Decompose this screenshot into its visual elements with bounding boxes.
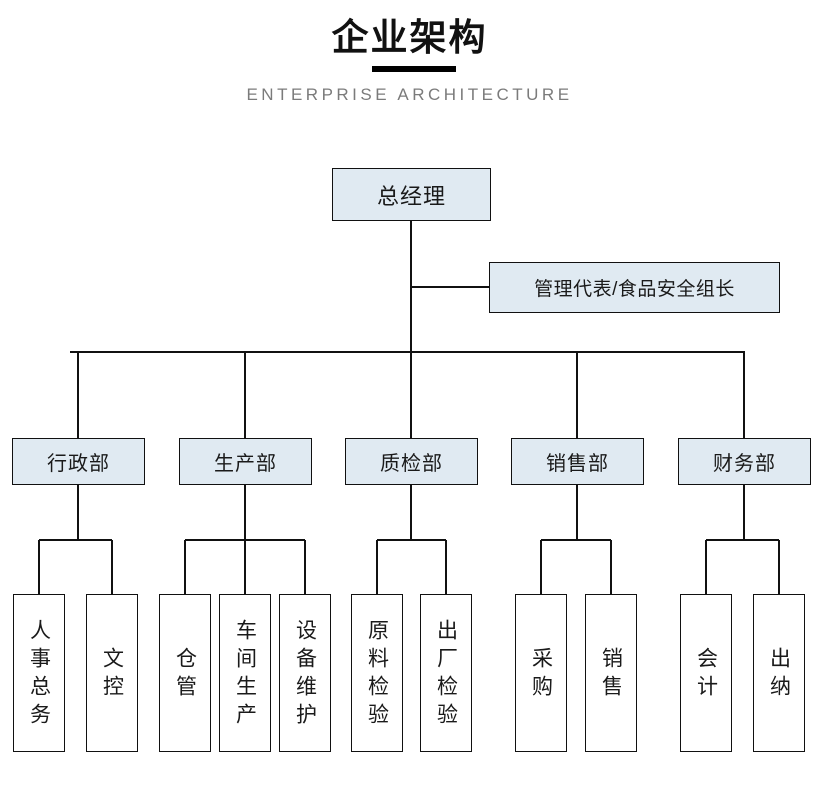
chart-header: 企业架构 ENTERPRISE ARCHITECTURE xyxy=(0,0,819,130)
node-dept-production[interactable]: 生产部 xyxy=(179,438,312,485)
page-subtitle: ENTERPRISE ARCHITECTURE xyxy=(246,85,573,104)
node-leaf-cashier[interactable]: 出纳 xyxy=(753,594,805,752)
node-dept-quality-label: 质检部 xyxy=(380,453,443,475)
node-dept-finance-label: 财务部 xyxy=(713,453,776,475)
title-divider xyxy=(372,66,456,72)
node-leaf-workshop-production-label: 车间生产 xyxy=(233,619,257,731)
node-dept-quality[interactable]: 质检部 xyxy=(345,438,478,485)
node-leaf-warehouse-label: 仓管 xyxy=(173,647,197,703)
node-dept-production-label: 生产部 xyxy=(214,453,277,475)
node-general-manager[interactable]: 总经理 xyxy=(332,168,491,221)
node-leaf-sales-label: 销售 xyxy=(599,647,623,703)
node-dept-administration[interactable]: 行政部 xyxy=(12,438,145,485)
node-leaf-equipment-maintenance[interactable]: 设备维护 xyxy=(279,594,331,752)
node-leaf-raw-material-inspection-label: 原料检验 xyxy=(365,619,389,731)
node-leaf-equipment-maintenance-label: 设备维护 xyxy=(293,619,317,731)
node-dept-finance[interactable]: 财务部 xyxy=(678,438,811,485)
node-leaf-warehouse[interactable]: 仓管 xyxy=(159,594,211,752)
node-leaf-purchasing[interactable]: 采购 xyxy=(515,594,567,752)
node-management-representative[interactable]: 管理代表/食品安全组长 xyxy=(489,262,780,313)
node-leaf-outgoing-inspection-label: 出厂检验 xyxy=(434,619,458,731)
node-leaf-hr-affairs[interactable]: 人事总务 xyxy=(13,594,65,752)
node-leaf-accounting[interactable]: 会计 xyxy=(680,594,732,752)
node-general-manager-label: 总经理 xyxy=(376,183,446,209)
node-leaf-document-control-label: 文控 xyxy=(100,647,124,703)
node-leaf-cashier-label: 出纳 xyxy=(767,647,791,703)
node-dept-sales-label: 销售部 xyxy=(546,453,609,475)
node-dept-administration-label: 行政部 xyxy=(47,453,110,475)
node-leaf-sales[interactable]: 销售 xyxy=(585,594,637,752)
node-leaf-raw-material-inspection[interactable]: 原料检验 xyxy=(351,594,403,752)
node-leaf-purchasing-label: 采购 xyxy=(529,647,553,703)
node-leaf-hr-affairs-label: 人事总务 xyxy=(27,619,51,731)
node-leaf-accounting-label: 会计 xyxy=(694,647,718,703)
node-management-representative-label: 管理代表/食品安全组长 xyxy=(534,279,735,300)
node-leaf-document-control[interactable]: 文控 xyxy=(86,594,138,752)
node-leaf-workshop-production[interactable]: 车间生产 xyxy=(219,594,271,752)
node-leaf-outgoing-inspection[interactable]: 出厂检验 xyxy=(420,594,472,752)
page-title: 企业架构 xyxy=(331,17,488,58)
node-dept-sales[interactable]: 销售部 xyxy=(511,438,644,485)
